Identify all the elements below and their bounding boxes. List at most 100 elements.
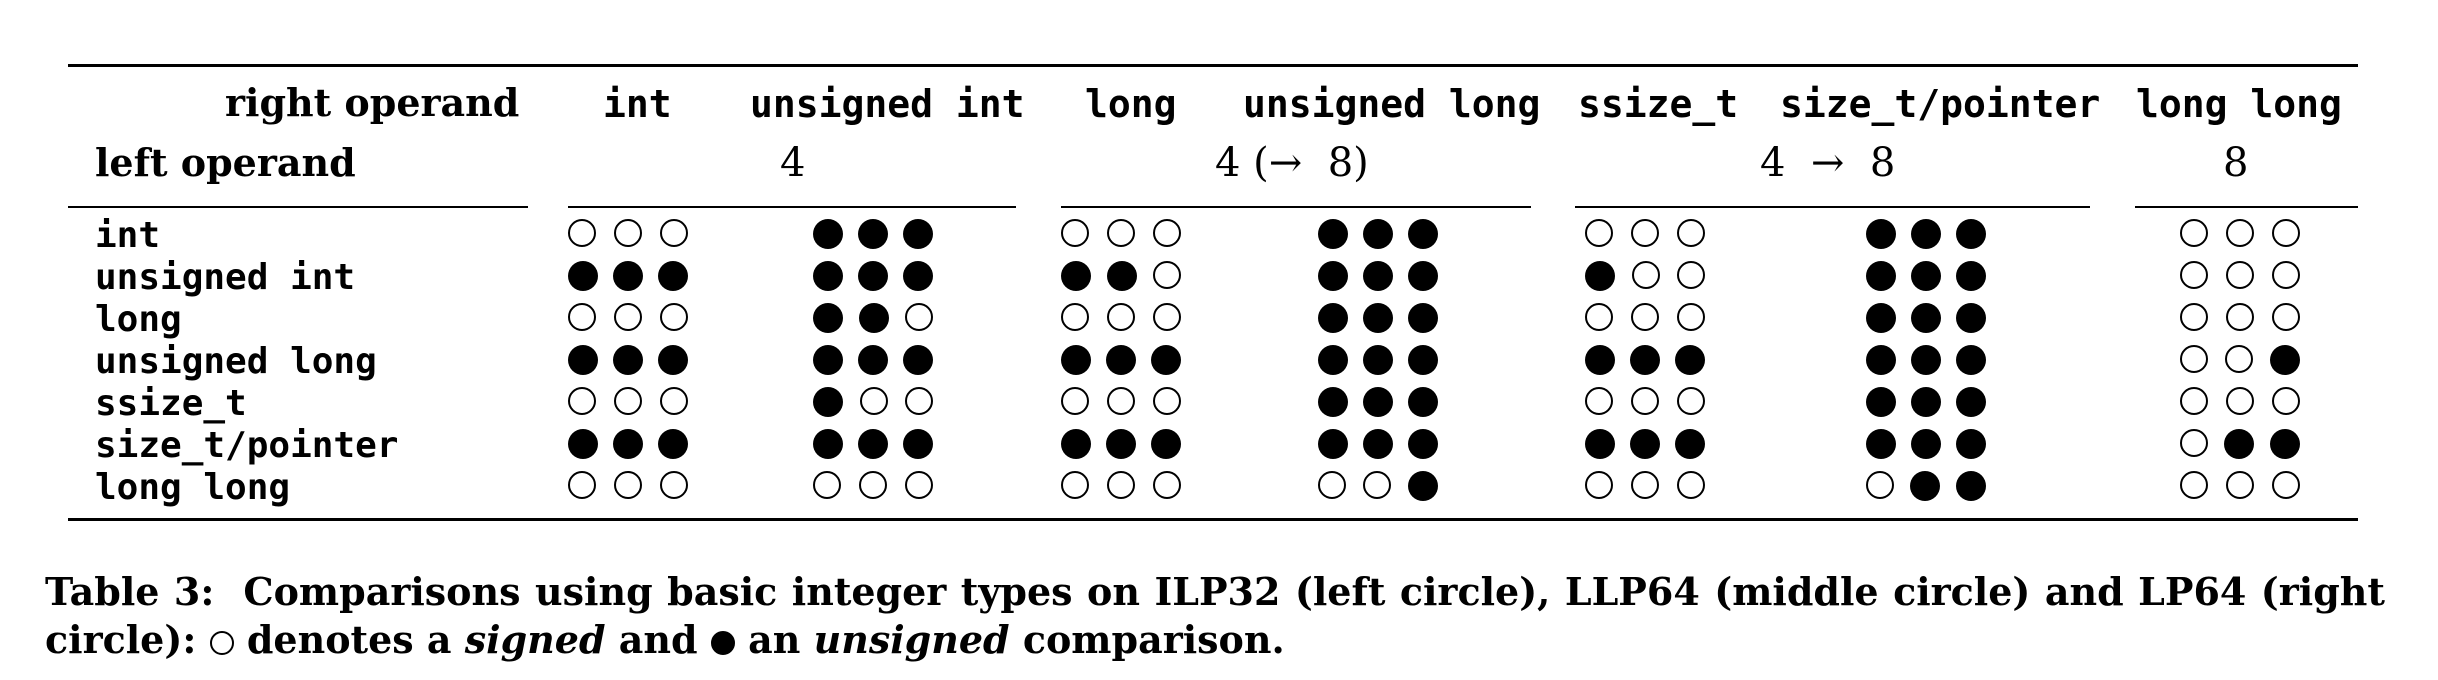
signed-circle-icon [1107, 303, 1135, 331]
unsigned-circle-icon [1408, 303, 1438, 333]
comparison-cell [1061, 345, 1181, 377]
signed-circle-icon [1153, 303, 1181, 331]
signed-circle-icon [813, 471, 841, 499]
comparison-cell [1585, 219, 1705, 251]
header-rule-left [68, 206, 528, 208]
signed-circle-icon [568, 387, 596, 415]
signed-circle-icon [614, 471, 642, 499]
signed-circle-icon [660, 471, 688, 499]
unsigned-circle-icon [1866, 345, 1896, 375]
unsigned-circle-icon [1911, 303, 1941, 333]
signed-circle-icon [1677, 261, 1705, 289]
signed-circle-icon [1631, 471, 1659, 499]
unsigned-circle-icon [1866, 429, 1896, 459]
unsigned-circle-icon [1408, 387, 1438, 417]
signed-circle-icon [1363, 471, 1391, 499]
signed-circle-icon [1677, 303, 1705, 331]
unsigned-circle-icon [2224, 429, 2254, 459]
comparison-cell [1061, 261, 1181, 293]
unsigned-circle-icon [1061, 429, 1091, 459]
unsigned-circle-icon [1318, 261, 1348, 291]
group-size-4-paren-8: 4 (→ 8) [1215, 140, 1369, 186]
top-rule [68, 64, 2358, 67]
comparison-cell [1061, 429, 1181, 461]
unsigned-circle-icon [1408, 219, 1438, 249]
unsigned-circle-icon [1408, 345, 1438, 375]
unsigned-circle-icon [1866, 219, 1896, 249]
unsigned-circle-icon [813, 219, 843, 249]
unsigned-circle-icon [858, 429, 888, 459]
comparison-cell [813, 345, 933, 377]
unsigned-circle-icon [568, 345, 598, 375]
comparison-cell [568, 429, 688, 461]
comparison-cell [1061, 303, 1181, 335]
caption-text-3: and [618, 617, 698, 662]
comparison-cell [1866, 471, 1986, 503]
unsigned-circle-icon [1956, 429, 1986, 459]
col-header-ssize-t: ssize_t [1578, 82, 1739, 126]
signed-circle-icon [568, 471, 596, 499]
signed-circle-icon [859, 471, 887, 499]
comparison-cell [813, 219, 933, 251]
group-rule-4 [568, 206, 1016, 208]
caption-text-4: an [748, 617, 801, 662]
comparison-cell [2180, 345, 2300, 377]
signed-circle-icon [1061, 303, 1089, 331]
col-header-unsigned-long: unsigned long [1243, 82, 1541, 126]
signed-circle-icon [2272, 219, 2300, 247]
unsigned-circle-icon [658, 429, 688, 459]
signed-circle-icon [1585, 387, 1613, 415]
caption-text-5: comparison. [1022, 617, 1285, 662]
unsigned-circle-icon [903, 219, 933, 249]
unsigned-circle-icon [1318, 387, 1348, 417]
unsigned-circle-icon [813, 303, 843, 333]
unsigned-circle-icon [858, 261, 888, 291]
comparison-cell [1318, 387, 1438, 419]
comparison-cell [1866, 303, 1986, 335]
unsigned-circle-icon [1408, 429, 1438, 459]
unsigned-circle-icon [1106, 345, 1136, 375]
unsigned-circle-icon [613, 429, 643, 459]
signed-circle-icon [1585, 219, 1613, 247]
table-caption: Table 3: Comparisons using basic integer… [45, 568, 2385, 664]
comparison-cell [1318, 429, 1438, 461]
signed-circle-icon [1585, 303, 1613, 331]
signed-circle-icon [2180, 387, 2208, 415]
group-size-4: 4 [780, 140, 806, 186]
comparison-cell [568, 471, 688, 503]
signed-circle-icon [1107, 219, 1135, 247]
signed-circle-icon [2272, 261, 2300, 289]
unsigned-circle-icon [1866, 303, 1896, 333]
comparison-cell [2180, 219, 2300, 251]
comparison-cell [568, 303, 688, 335]
unsigned-circle-icon [813, 387, 843, 417]
comparison-cell [1061, 219, 1181, 251]
unsigned-circle-icon [658, 261, 688, 291]
signed-circle-icon [1153, 219, 1181, 247]
unsigned-circle-icon [1956, 219, 1986, 249]
unsigned-circle-icon [1956, 261, 1986, 291]
comparison-cell [1866, 261, 1986, 293]
unsigned-circle-icon [903, 261, 933, 291]
comparison-cell [568, 219, 688, 251]
comparison-cell [1866, 387, 1986, 419]
row-label: long long [95, 467, 291, 508]
unsigned-circle-icon [1910, 471, 1940, 501]
signed-circle-icon [1318, 471, 1346, 499]
unsigned-circle-icon [903, 345, 933, 375]
unsigned-circle-icon [1363, 303, 1393, 333]
group-rule-4-8-paren [1061, 206, 1531, 208]
unsigned-circle-icon [568, 429, 598, 459]
caption-prefix: Table 3: [45, 569, 215, 614]
unsigned-circle-icon [613, 261, 643, 291]
signed-circle-icon [660, 219, 688, 247]
signed-circle-icon [2226, 261, 2254, 289]
comparison-cell [1318, 345, 1438, 377]
unsigned-circle-icon [1408, 471, 1438, 501]
comparison-cell [1866, 429, 1986, 461]
unsigned-circle-icon [1911, 429, 1941, 459]
signed-circle-icon [1631, 387, 1659, 415]
unsigned-circle-icon [1363, 345, 1393, 375]
unsigned-circle-icon [1956, 303, 1986, 333]
unsigned-circle-icon [1318, 429, 1348, 459]
